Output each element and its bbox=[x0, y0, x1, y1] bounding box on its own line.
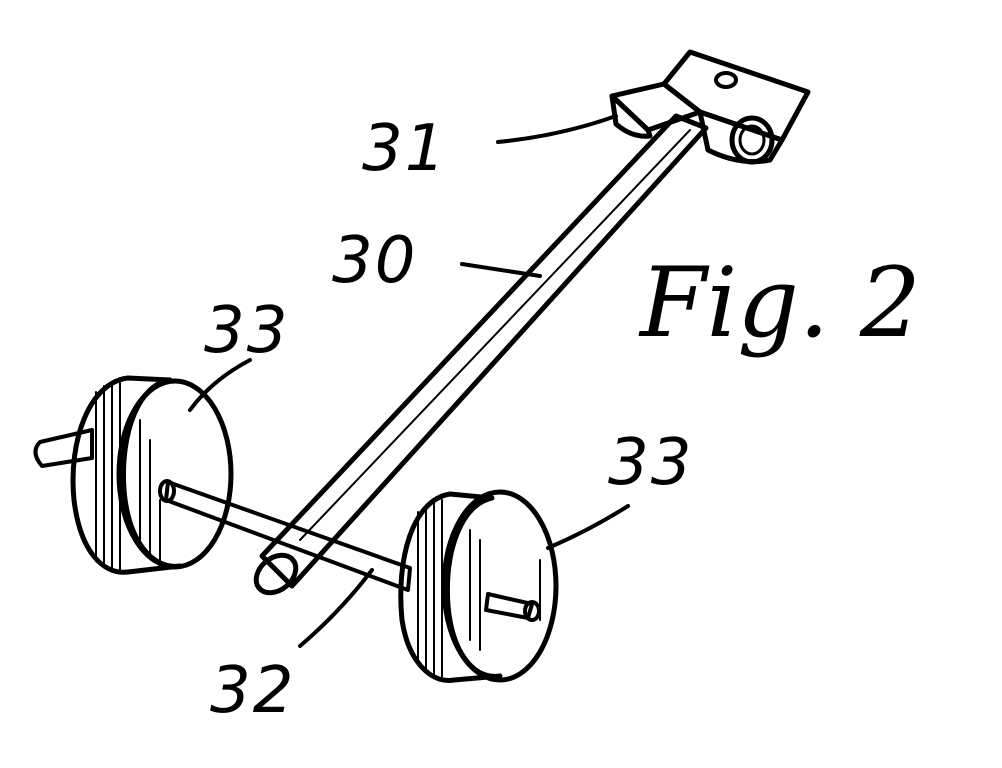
label-33-left: 33 bbox=[204, 294, 289, 368]
axle bbox=[33, 428, 541, 622]
leader-33-left bbox=[188, 358, 252, 412]
wheel-left bbox=[70, 375, 234, 575]
leader-30 bbox=[460, 262, 542, 278]
label-30: 30 bbox=[332, 224, 417, 298]
label-33-right: 33 bbox=[608, 426, 693, 500]
label-32: 32 bbox=[210, 654, 295, 728]
label-31: 31 bbox=[362, 112, 447, 186]
hitch-block bbox=[609, 49, 811, 165]
wheel-right bbox=[398, 489, 559, 683]
leader-31 bbox=[496, 114, 618, 144]
leader-lines bbox=[188, 114, 630, 648]
figure-title: Fig. 2 bbox=[638, 247, 921, 359]
tow-bar bbox=[253, 113, 709, 596]
leader-32 bbox=[298, 568, 374, 648]
leader-33-right bbox=[546, 504, 630, 550]
